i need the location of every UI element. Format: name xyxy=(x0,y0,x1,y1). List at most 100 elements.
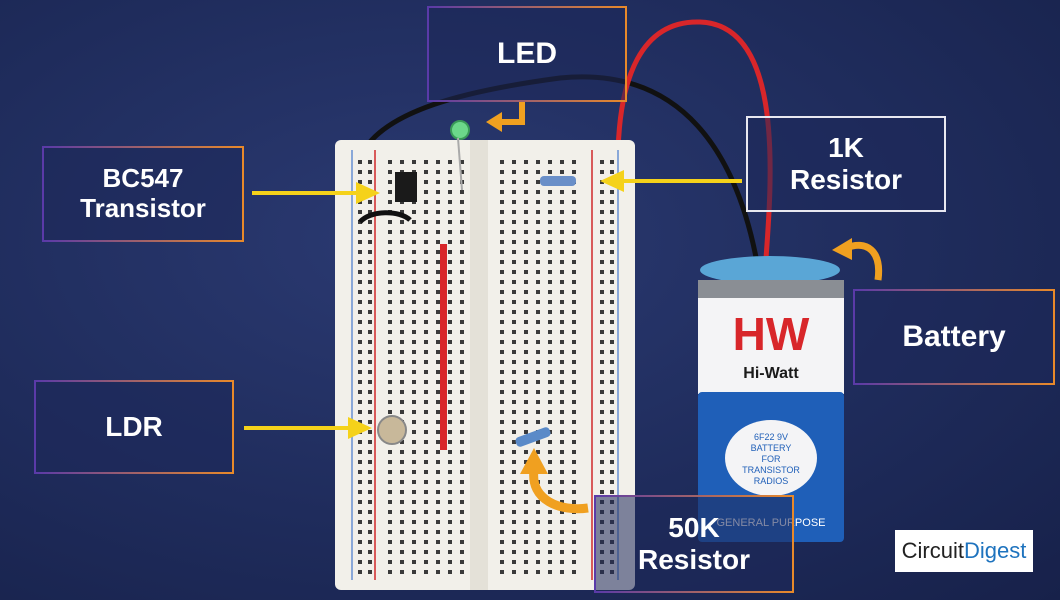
breadboard-hole xyxy=(536,200,540,204)
breadboard-hole xyxy=(448,280,452,284)
breadboard-hole xyxy=(388,200,392,204)
breadboard-hole xyxy=(500,400,504,404)
ldr xyxy=(377,415,407,445)
logo-part-circuit: Circuit xyxy=(901,538,964,563)
breadboard-hole xyxy=(600,180,604,184)
breadboard-hole xyxy=(610,270,614,274)
breadboard-hole xyxy=(560,550,564,554)
breadboard-hole xyxy=(610,360,614,364)
breadboard-hole xyxy=(572,340,576,344)
vertical-red-jumper xyxy=(440,244,447,450)
bc547-transistor xyxy=(395,172,417,202)
breadboard-hole xyxy=(460,280,464,284)
breadboard-hole xyxy=(548,190,552,194)
breadboard-hole xyxy=(358,170,362,174)
breadboard-hole xyxy=(560,540,564,544)
breadboard-hole xyxy=(400,220,404,224)
breadboard-hole xyxy=(424,290,428,294)
breadboard-hole xyxy=(448,550,452,554)
breadboard-hole xyxy=(560,220,564,224)
breadboard-hole xyxy=(524,170,528,174)
breadboard-hole xyxy=(388,170,392,174)
breadboard-hole xyxy=(610,460,614,464)
breadboard-hole xyxy=(610,300,614,304)
breadboard-hole xyxy=(548,250,552,254)
breadboard-hole xyxy=(460,330,464,334)
breadboard-hole xyxy=(572,470,576,474)
breadboard-hole xyxy=(400,450,404,454)
breadboard-hole xyxy=(536,370,540,374)
breadboard-hole xyxy=(460,270,464,274)
breadboard-hole xyxy=(368,280,372,284)
breadboard-hole xyxy=(358,270,362,274)
breadboard-hole xyxy=(610,400,614,404)
breadboard-hole xyxy=(600,200,604,204)
breadboard-hole xyxy=(600,380,604,384)
breadboard-hole xyxy=(358,180,362,184)
breadboard-hole xyxy=(536,190,540,194)
breadboard-hole xyxy=(388,390,392,394)
breadboard-hole xyxy=(560,190,564,194)
breadboard-hole xyxy=(460,380,464,384)
breadboard-hole xyxy=(512,550,516,554)
breadboard-hole xyxy=(460,510,464,514)
breadboard-hole xyxy=(548,540,552,544)
breadboard-hole xyxy=(400,490,404,494)
breadboard-hole xyxy=(524,410,528,414)
breadboard-hole xyxy=(436,300,440,304)
breadboard-hole xyxy=(500,170,504,174)
breadboard-hole xyxy=(512,560,516,564)
breadboard-hole xyxy=(368,470,372,474)
breadboard-hole xyxy=(600,440,604,444)
breadboard-hole xyxy=(548,520,552,524)
breadboard-hole xyxy=(460,370,464,374)
breadboard-hole xyxy=(500,390,504,394)
breadboard-hole xyxy=(572,320,576,324)
breadboard-hole xyxy=(512,240,516,244)
breadboard-hole xyxy=(572,310,576,314)
ldr-label: LDR xyxy=(34,380,234,474)
breadboard-hole xyxy=(600,240,604,244)
breadboard-hole xyxy=(448,270,452,274)
breadboard-hole xyxy=(412,500,416,504)
breadboard-hole xyxy=(572,300,576,304)
breadboard-hole xyxy=(512,430,516,434)
breadboard-hole xyxy=(400,270,404,274)
breadboard-hole xyxy=(512,390,516,394)
breadboard-hole xyxy=(412,210,416,214)
breadboard-hole xyxy=(512,480,516,484)
breadboard-hole xyxy=(500,570,504,574)
breadboard-hole xyxy=(424,350,428,354)
breadboard-hole xyxy=(536,520,540,524)
breadboard-hole xyxy=(524,540,528,544)
breadboard-hole xyxy=(560,300,564,304)
breadboard-hole xyxy=(500,340,504,344)
black-jumper xyxy=(358,210,412,224)
breadboard-hole xyxy=(436,340,440,344)
breadboard-hole xyxy=(448,420,452,424)
breadboard-hole xyxy=(424,450,428,454)
breadboard-hole xyxy=(412,530,416,534)
breadboard-hole xyxy=(400,530,404,534)
breadboard-hole xyxy=(436,210,440,214)
breadboard-hole xyxy=(600,290,604,294)
breadboard-hole xyxy=(524,530,528,534)
breadboard-hole xyxy=(460,350,464,354)
breadboard-hole xyxy=(358,300,362,304)
breadboard-hole xyxy=(448,560,452,564)
breadboard-hole xyxy=(548,510,552,514)
breadboard-hole xyxy=(536,160,540,164)
breadboard-hole xyxy=(572,250,576,254)
breadboard-hole xyxy=(368,300,372,304)
breadboard-hole xyxy=(412,220,416,224)
breadboard-hole xyxy=(460,260,464,264)
breadboard-hole xyxy=(460,540,464,544)
breadboard-hole xyxy=(412,280,416,284)
breadboard-hole xyxy=(400,520,404,524)
breadboard-hole xyxy=(572,500,576,504)
breadboard-hole xyxy=(388,510,392,514)
breadboard-hole xyxy=(436,190,440,194)
breadboard-hole xyxy=(536,340,540,344)
breadboard-hole xyxy=(560,310,564,314)
breadboard-hole xyxy=(448,250,452,254)
